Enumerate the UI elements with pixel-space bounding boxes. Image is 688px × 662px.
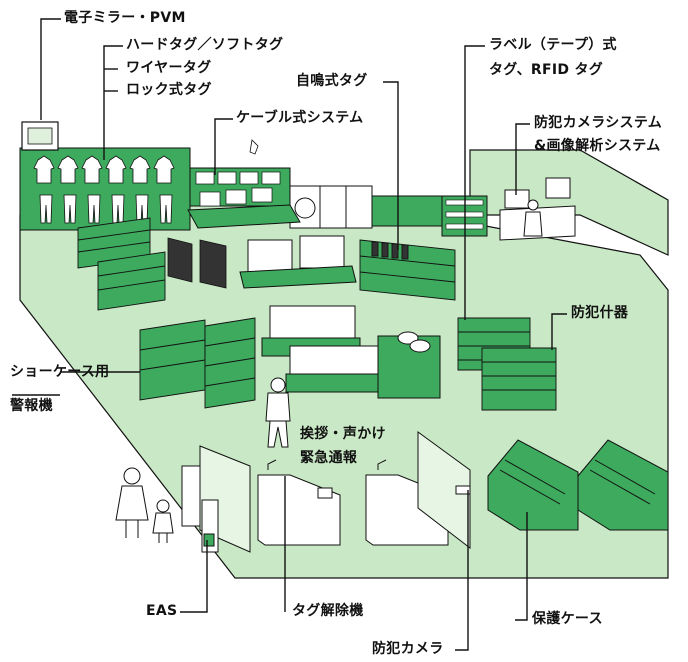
shoppers <box>115 467 174 543</box>
electronic-mirror <box>21 121 59 151</box>
showcase-cases <box>261 305 383 393</box>
self-alarm-gondola <box>359 239 456 301</box>
leader-fixture <box>551 313 567 350</box>
leader-showcase <box>12 371 140 396</box>
merchandise-table <box>377 331 441 399</box>
leader-protective <box>515 512 528 621</box>
eas-gates <box>181 465 219 553</box>
label-greeting-1: 挨拶・声かけ <box>300 426 386 442</box>
label-eas: EAS <box>146 603 178 619</box>
label-protective-case: 保護ケース <box>532 611 603 627</box>
label-hard-soft-tag: ハードタグ／ソフトタグ <box>126 37 284 53</box>
label-cable-system: ケーブル式システム <box>236 110 364 126</box>
leader-cable <box>214 118 233 175</box>
leader-lines <box>12 18 567 651</box>
left-shelving <box>77 217 256 409</box>
label-wire-tag: ワイヤータグ <box>126 60 212 76</box>
label-camera-system-1: 防犯カメラシステム <box>534 115 662 131</box>
leader-mirror <box>40 18 61 120</box>
tv-display <box>239 235 357 289</box>
leader-eas <box>180 540 208 613</box>
label-label-tag-2: タグ、RFID タグ <box>489 62 604 78</box>
security-fixtures <box>457 317 557 411</box>
label-label-tag-1: ラベル（テープ）式 <box>489 37 617 53</box>
label-security-camera: 防犯カメラ <box>372 641 444 657</box>
label-tag-remover: タグ解除機 <box>292 603 364 619</box>
label-showcase-alarm-1: ショーケース用 <box>10 364 110 380</box>
cable-display-table <box>187 139 301 229</box>
label-showcase-alarm-2: 警報機 <box>10 398 53 414</box>
label-self-alarm-tag: 自鳴式タグ <box>296 73 368 89</box>
clothing-wall-display <box>19 147 191 231</box>
camera-monitoring-desk <box>499 177 576 241</box>
label-security-fixture: 防犯什器 <box>571 305 629 321</box>
label-camera-system-2: &画像解析システム <box>534 138 661 154</box>
clothing-racks <box>167 237 227 289</box>
label-mirror-pvm: 電子ミラー・PVM <box>64 10 186 26</box>
partition-wall-1 <box>417 431 471 550</box>
leader-hardtag <box>103 45 123 160</box>
protective-cases <box>487 439 669 531</box>
label-lock-tag: ロック式タグ <box>126 82 212 98</box>
leader-camerasystem <box>515 123 530 195</box>
security-camera <box>455 485 471 495</box>
leader-camera <box>455 490 469 651</box>
leader-selfalarm <box>383 81 399 250</box>
back-wall-appliances <box>189 167 488 237</box>
store-clerk <box>265 377 291 448</box>
leader-labeltag <box>464 45 485 320</box>
label-greeting-2: 緊急通報 <box>300 450 358 466</box>
